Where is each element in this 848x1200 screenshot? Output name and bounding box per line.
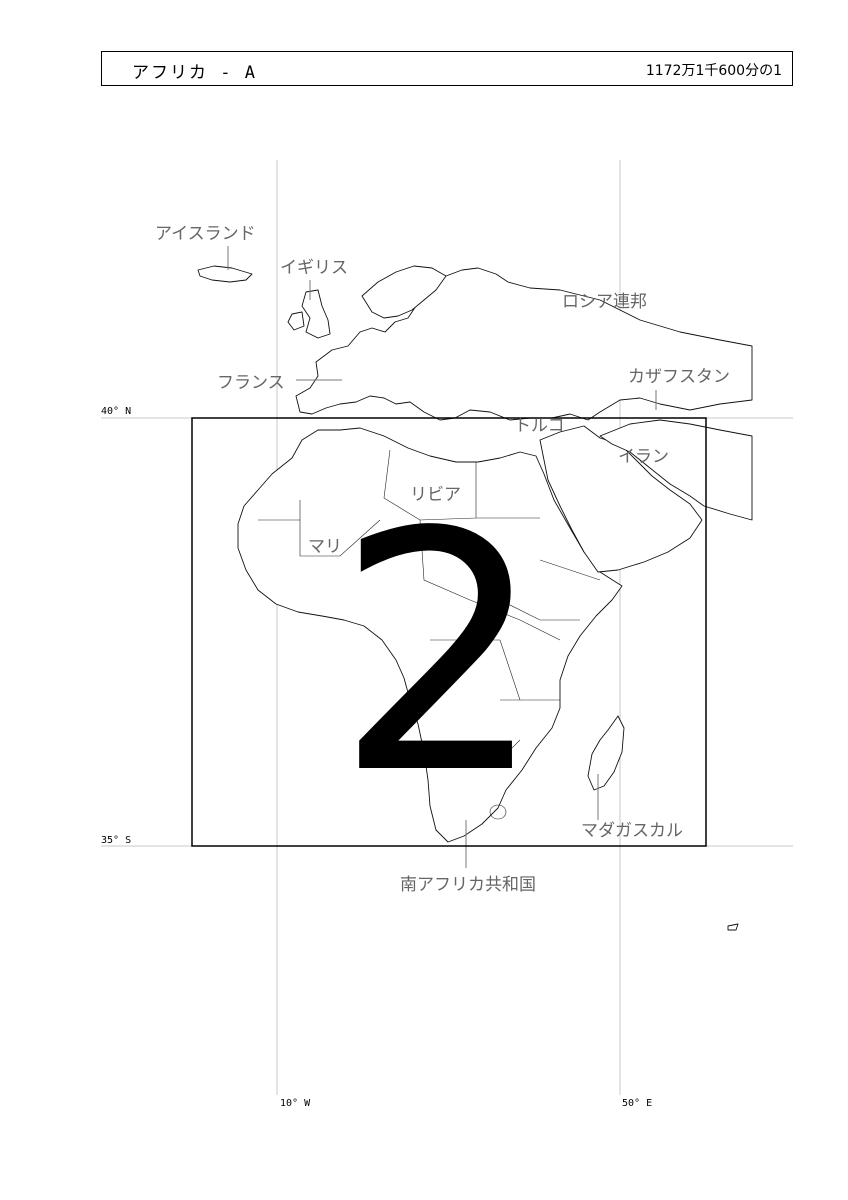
place-iceland: アイスランド [155, 224, 256, 244]
label-lat-40n: 40° N [101, 406, 131, 417]
land-scandinavia [361, 265, 447, 319]
land-island-ne [727, 923, 739, 931]
land-iran [599, 419, 753, 521]
map-header: アフリカ - A 1172万1千600分の1 [101, 51, 793, 86]
border-lines [258, 449, 601, 761]
frame-number: 2 [335, 462, 545, 846]
land-iceland [197, 265, 253, 283]
place-turkey: トルコ [514, 416, 565, 436]
land-ireland [287, 311, 305, 331]
label-lat-35s: 35° S [101, 835, 131, 846]
place-madagascar: マダガスカル [581, 821, 683, 841]
land-arabia [539, 425, 703, 573]
place-iran: イラン [618, 447, 669, 467]
map-title: アフリカ - A [132, 63, 257, 83]
place-kazakhstan: カザフスタン [628, 367, 730, 387]
place-libya: リビア [410, 485, 461, 505]
land-africa [237, 427, 623, 843]
place-russia: ロシア連邦 [562, 292, 647, 312]
land-great-britain [301, 289, 331, 339]
land-europe [295, 267, 753, 421]
map-frame-2[interactable] [191, 417, 707, 847]
label-lon-10w: 10° W [280, 1098, 311, 1109]
place-uk: イギリス [280, 258, 348, 278]
map-scale: 1172万1千600分の1 [645, 63, 782, 79]
land-madagascar [587, 715, 625, 791]
label-lon-50e: 50° E [622, 1098, 652, 1109]
place-france: フランス [217, 373, 285, 393]
place-south-africa: 南アフリカ共和国 [400, 875, 536, 895]
place-mali: マリ [308, 537, 342, 557]
lesotho-outline [489, 804, 507, 820]
